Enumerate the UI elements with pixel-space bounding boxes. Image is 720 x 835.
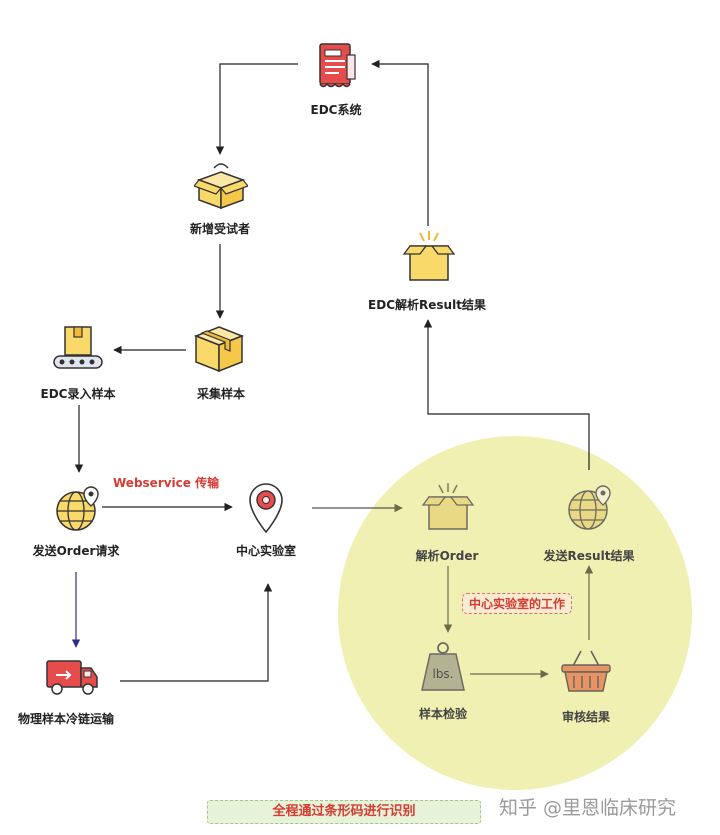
closed-box-icon xyxy=(193,326,245,373)
arrow-coldchain-to-lab xyxy=(120,583,273,682)
lab-work-annotation: 中心实验室的工作 xyxy=(462,593,573,614)
arrow-result-to-edcparse xyxy=(423,319,590,470)
arrow-edc-to-subject xyxy=(215,63,298,155)
node-send-result: 发送Result结果 xyxy=(543,549,635,563)
node-edc-system: EDC系统 xyxy=(310,103,362,117)
footer-text: 全程通过条形码进行识别 xyxy=(272,804,416,819)
arrow-edcparse-to-edc xyxy=(371,59,429,226)
basket-icon xyxy=(561,650,611,692)
node-cold-chain: 物理样本冷链运输 xyxy=(17,712,115,726)
node-edc-parse-result: EDC解析Result结果 xyxy=(368,298,486,312)
weight-lbs-icon: lbs. xyxy=(421,642,465,691)
node-collect-sample: 采集样本 xyxy=(196,387,246,401)
node-add-subject: 新增受试者 xyxy=(189,222,251,236)
globe-pin-icon xyxy=(56,486,99,531)
watermark: 知乎 @里恩临床研究 xyxy=(499,797,677,819)
open-box-icon xyxy=(421,483,475,530)
node-sample-test: 样本检验 xyxy=(418,707,468,721)
footer-banner: 全程通过条形码进行识别 xyxy=(207,800,481,824)
node-edc-entry: EDC录入样本 xyxy=(40,387,116,401)
conveyor-box-icon xyxy=(53,326,103,369)
open-box-icon xyxy=(402,231,456,281)
location-pin-icon xyxy=(249,483,283,534)
document-icon xyxy=(319,43,356,88)
node-central-lab: 中心实验室 xyxy=(235,544,297,558)
node-review-result: 审核结果 xyxy=(561,710,611,724)
open-box-icon xyxy=(194,163,248,210)
weight-label: lbs. xyxy=(432,667,453,681)
globe-pin-icon xyxy=(568,485,611,530)
node-send-order: 发送Order请求 xyxy=(32,544,120,558)
delivery-truck-icon xyxy=(46,660,98,695)
node-parse-order: 解析Order xyxy=(415,549,479,563)
webservice-annotation: Webservice 传输 xyxy=(113,476,220,490)
